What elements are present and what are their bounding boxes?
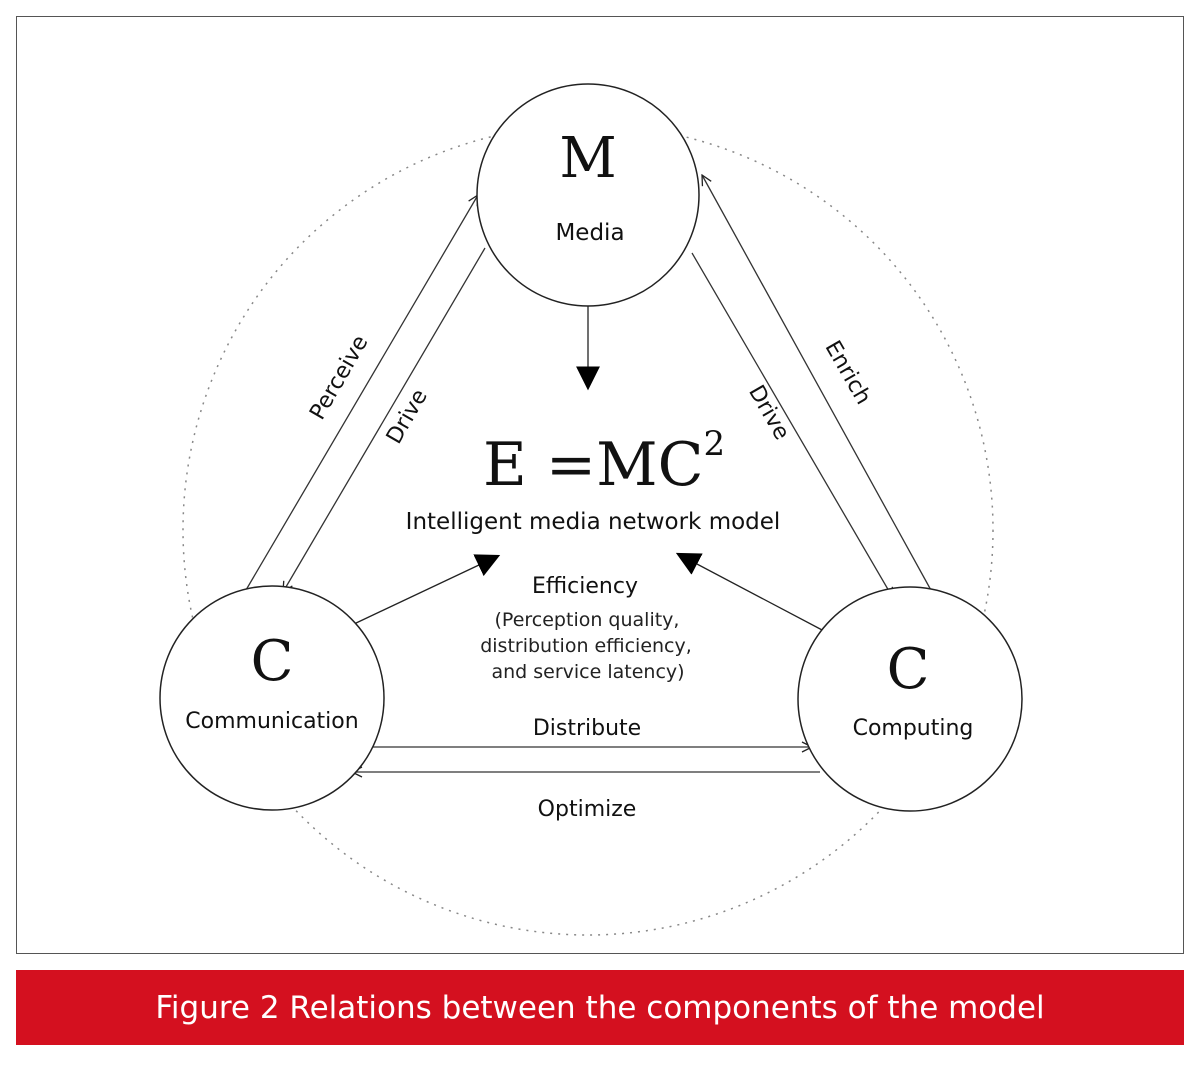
formula: E =MC2	[483, 424, 725, 500]
model-title: Intelligent media network model	[406, 509, 781, 535]
efficiency-line-1: (Perception quality,	[495, 609, 680, 631]
drive-right-arrow	[691, 252, 893, 598]
diagram-frame	[16, 16, 1184, 954]
perceive-arrow	[245, 195, 478, 591]
media-letter: M	[559, 126, 616, 191]
communication-letter: C	[251, 629, 294, 694]
media-circle	[476, 83, 700, 307]
efficiency-heading: Efficiency	[532, 574, 638, 599]
computing-to-model-arrow	[675, 552, 825, 632]
communication-circle	[159, 585, 385, 811]
communication-node: C Communication	[159, 585, 385, 811]
formula-exponent: 2	[704, 424, 726, 464]
enrich-label: Enrich	[820, 337, 876, 409]
efficiency-line-3: and service latency)	[491, 661, 684, 683]
computing-label: Computing	[853, 716, 974, 741]
communication-to-model-arrow	[353, 554, 501, 625]
efficiency-line-2: distribution efficiency,	[480, 635, 692, 657]
relations-diagram: M Media C Communication C Computing Perc…	[159, 83, 1023, 936]
distribute-label: Distribute	[533, 716, 641, 741]
computing-circle	[797, 586, 1023, 812]
drive-left-arrow	[283, 247, 486, 592]
media-label: Media	[555, 220, 624, 246]
dotted-boundary-circle	[182, 124, 994, 936]
drive-right-label: Drive	[743, 381, 794, 444]
formula-base: E =MC	[483, 430, 704, 500]
communication-label: Communication	[185, 709, 358, 734]
media-node: M Media	[476, 83, 700, 307]
drive-left-label: Drive	[382, 385, 433, 448]
computing-node: C Computing	[797, 586, 1023, 812]
enrich-arrow	[702, 175, 933, 593]
computing-letter: C	[887, 637, 930, 702]
optimize-label: Optimize	[538, 797, 637, 822]
figure-caption: Figure 2 Relations between the component…	[16, 970, 1184, 1045]
perceive-label: Perceive	[305, 331, 373, 424]
